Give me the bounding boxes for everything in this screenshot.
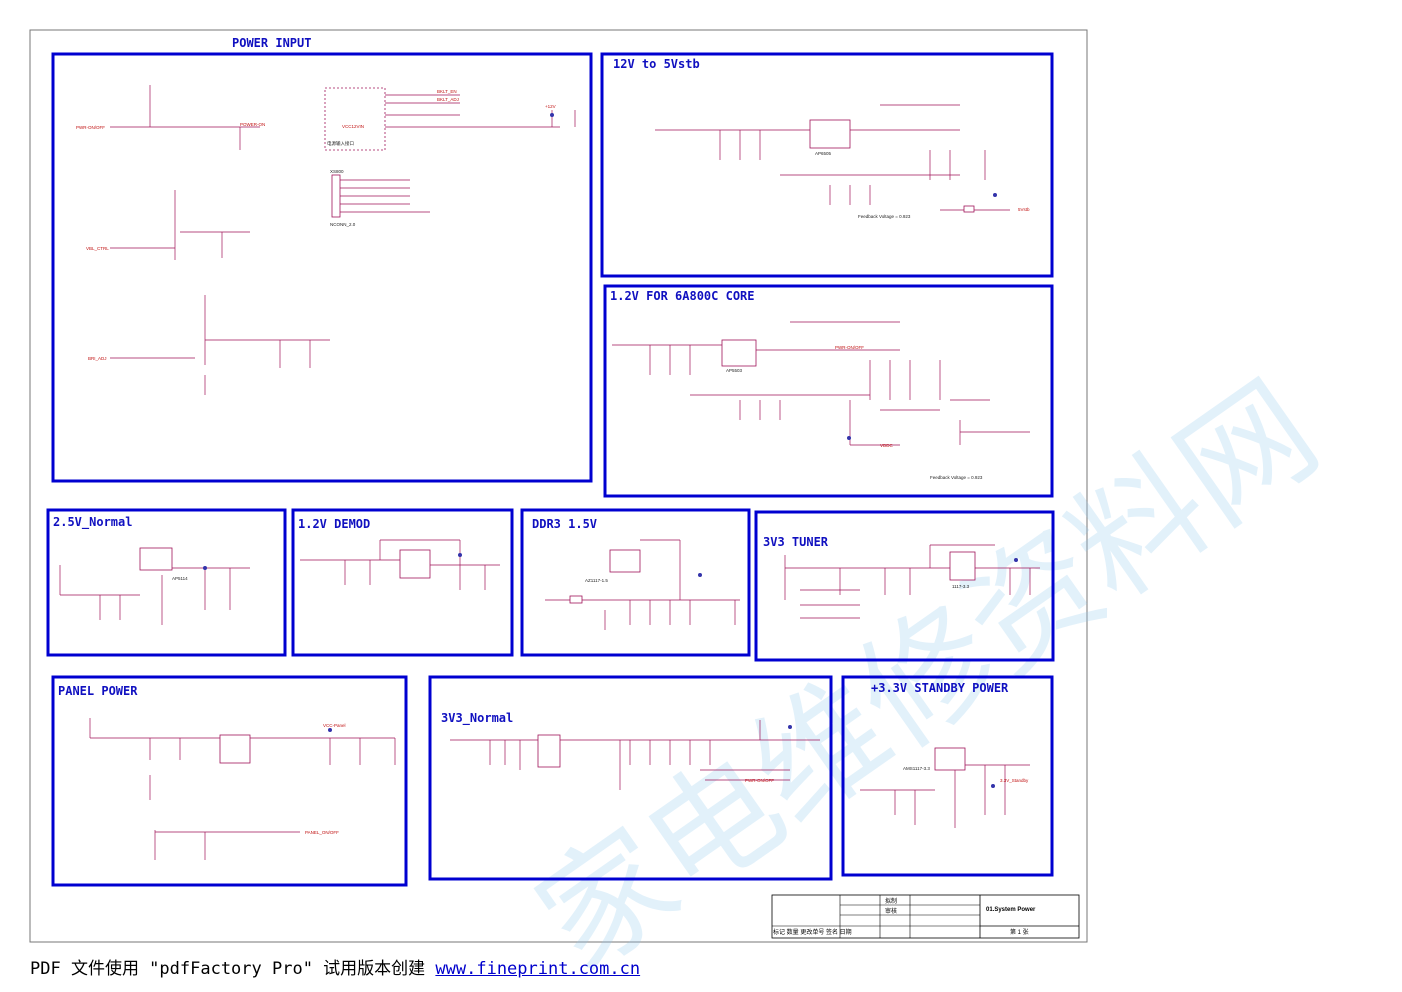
net-plus12v: +12V bbox=[545, 104, 556, 109]
block-12v-to-5vstb: 12V to 5Vstb AP6505 5Vstb Feedback Volta… bbox=[600, 52, 1054, 278]
net-5vstb: 5Vstb bbox=[1018, 207, 1030, 212]
block-3v3-normal: 3V3_Normal PWR-ON/OFF bbox=[428, 675, 833, 881]
block-12v-core: 1.2V FOR 6A800C CORE AP5503 VDDC PWR-ON/… bbox=[603, 284, 1054, 498]
block-power-input: POWER INPUT PWR-ON/OFF POWER-ON BKLT_EN … bbox=[51, 36, 593, 483]
block-standby-power: +3.3V STANDBY POWER AMS1117-3.3 3.3V_Sta… bbox=[841, 675, 1054, 877]
tb-sheet-title: 01.System Power bbox=[986, 907, 1036, 913]
sheet-border bbox=[29, 29, 1088, 943]
block-title-3v3-tuner: 3V3 TUNER bbox=[763, 535, 829, 549]
block-title-12v-demod: 1.2V DEMOD bbox=[298, 517, 370, 531]
tb-page: 第 1 张 bbox=[1010, 928, 1029, 936]
net-bklt-en: BKLT_EN bbox=[437, 89, 457, 94]
net-pwr-onoff-3v3: PWR-ON/OFF bbox=[745, 778, 774, 783]
block-title-standby-power: +3.3V STANDBY POWER bbox=[871, 681, 1009, 695]
block-25v-normal: 2.5V_Normal AP5114 bbox=[46, 508, 287, 657]
block-title-3v3-normal: 3V3_Normal bbox=[441, 711, 513, 726]
feedback-5v: Feedback Voltage = 0.923 bbox=[858, 214, 911, 219]
footer-text: PDF 文件使用 "pdfFactory Pro" 试用版本创建 bbox=[30, 959, 436, 979]
block-title-ddr3: DDR3 1.5V bbox=[532, 517, 597, 531]
net-vcc-panel: VCC-Panel bbox=[323, 723, 346, 728]
watermark: 家电维修资料网 bbox=[511, 353, 1344, 992]
net-panel-onoff: PANEL_ON/OFF bbox=[305, 830, 339, 835]
ic-ap5114: AP5114 bbox=[172, 576, 188, 581]
ic-ap6505: AP6505 bbox=[815, 151, 832, 156]
ic-ams1117: AMS1117-3.3 bbox=[903, 766, 930, 771]
title-block: 拟制 审核 01.System Power 标记 数量 更改单号 签名 日期 第… bbox=[771, 894, 1080, 939]
net-vddc: VDDC bbox=[880, 443, 894, 448]
footer-link[interactable]: www.fineprint.com.cn bbox=[435, 959, 641, 979]
block-title-power-input: POWER INPUT bbox=[232, 36, 311, 50]
net-vbl-ctrl: VBL_CTRL bbox=[86, 246, 109, 251]
net-pwr-onoff-core: PWR-ON/OFF bbox=[835, 345, 864, 350]
connector-note: 电源输入接口 bbox=[327, 140, 354, 147]
block-title-12v-core: 1.2V FOR 6A800C CORE bbox=[610, 289, 755, 303]
block-title-panel-power: PANEL POWER bbox=[58, 684, 138, 698]
ic-1117-tuner: 1117-3.3 bbox=[952, 584, 970, 589]
block-ddr3: DDR3 1.5V AZ1117-1.5 bbox=[520, 508, 751, 657]
ic-az1117: AZ1117-1.5 bbox=[585, 578, 608, 583]
net-bri-adj: BRI_ADJ bbox=[88, 356, 107, 361]
ic-ap5503: AP5503 bbox=[726, 368, 743, 373]
block-title-12v-to-5vstb: 12V to 5Vstb bbox=[613, 57, 700, 71]
ncconn-label: NCONN_2.0 bbox=[330, 222, 356, 227]
tb-drawn: 拟制 bbox=[885, 897, 897, 905]
net-bklt-adj: BKLT_ADJ bbox=[437, 97, 459, 102]
block-3v3-tuner: 3V3 TUNER 1117-3.3 bbox=[754, 510, 1055, 662]
net-3v3-standby: 3.3V_Standby bbox=[1000, 778, 1029, 783]
net-vcc12vin: VCC12VIN bbox=[342, 124, 364, 129]
xs800-label: XS800 bbox=[330, 169, 344, 174]
block-12v-demod: 1.2V DEMOD bbox=[291, 508, 514, 657]
block-panel-power: PANEL POWER PANEL_ON/OFF VCC-Panel bbox=[51, 675, 408, 887]
tb-row-labels: 标记 数量 更改单号 签名 日期 bbox=[773, 928, 852, 936]
block-title-25v-normal: 2.5V_Normal bbox=[53, 515, 132, 530]
net-pwr-onoff: PWR-ON/OFF bbox=[76, 125, 105, 130]
net-power-on: POWER-ON bbox=[240, 122, 265, 127]
feedback-12: Feedback Voltage = 0.923 bbox=[930, 475, 983, 480]
pdf-footer: PDF 文件使用 "pdfFactory Pro" 试用版本创建 www.fin… bbox=[30, 954, 640, 979]
tb-checked: 审核 bbox=[885, 907, 897, 915]
